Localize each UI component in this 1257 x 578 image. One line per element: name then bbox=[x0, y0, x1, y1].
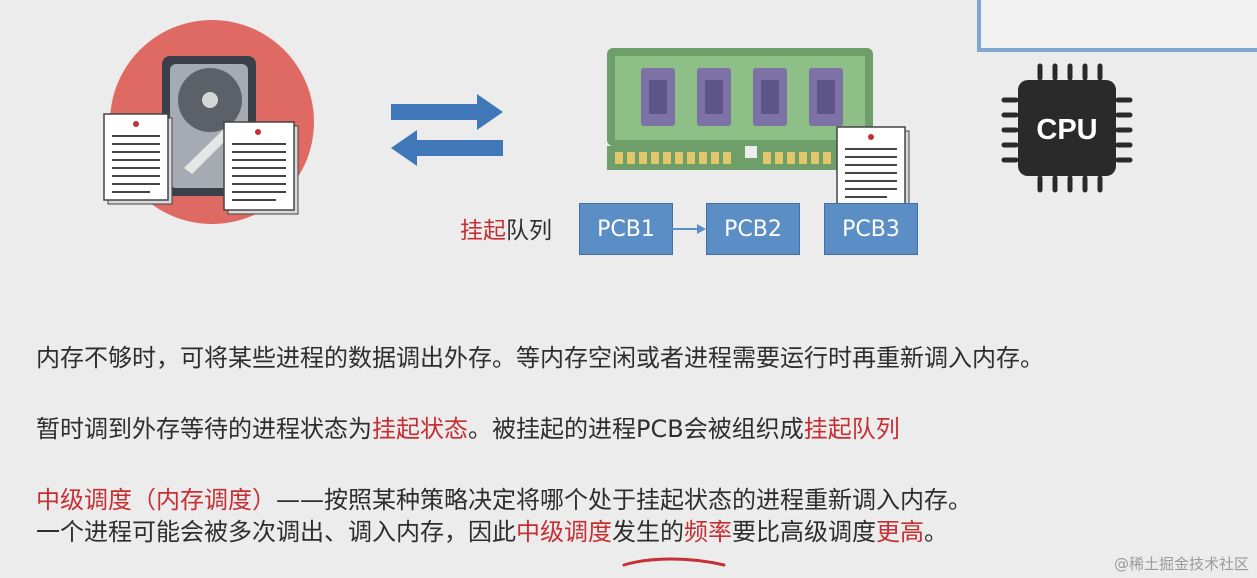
suspend-queue-label: 挂起队列 bbox=[460, 211, 552, 245]
cpu-chip-icon: CPU bbox=[1001, 63, 1133, 193]
memory-module-icon bbox=[607, 48, 873, 170]
queue-label-highlight: 挂起 bbox=[460, 218, 506, 244]
text-line-4-a: 一个进程可能会被多次调出、调入内存，因此 bbox=[36, 518, 516, 546]
queue-label-rest: 队列 bbox=[506, 218, 552, 244]
cpu-label: CPU bbox=[1036, 114, 1097, 146]
text-line-2-suspend-state: 挂起状态 bbox=[372, 415, 468, 443]
text-line-2-a: 暂时调到外存等待的进程状态为 bbox=[36, 415, 372, 443]
hard-disk-with-documents bbox=[103, 20, 314, 224]
text-line-1: 内存不够时，可将某些进程的数据调出外存。等内存空闲或者进程需要运行时再重新调入内… bbox=[36, 344, 1044, 372]
text-line-3: 中级调度（内存调度）——按照某种策略决定将哪个处于挂起状态的进程重新调入内存。 bbox=[36, 485, 972, 515]
document-icon-left bbox=[103, 113, 173, 205]
document-icon-right bbox=[223, 121, 299, 215]
text-line-4: 一个进程可能会被多次调出、调入内存，因此中级调度发生的频率要比高级调度更高。 bbox=[36, 517, 948, 547]
text-line-4-g: 。 bbox=[924, 518, 948, 546]
text-line-3-term: 中级调度（内存调度） bbox=[36, 486, 276, 514]
text-line-3-definition: ——按照某种策略决定将哪个处于挂起状态的进程重新调入内存。 bbox=[276, 486, 972, 514]
handwritten-underline bbox=[622, 557, 726, 567]
document-icon-memory bbox=[836, 126, 910, 214]
pcb-box-1: PCB1 bbox=[579, 203, 673, 255]
text-line-4-higher: 更高 bbox=[876, 518, 924, 546]
text-line-4-mid-scheduling: 中级调度 bbox=[516, 518, 612, 546]
text-line-2: 暂时调到外存等待的进程状态为挂起状态。被挂起的进程PCB会被组织成挂起队列 bbox=[36, 414, 900, 444]
pcb-box-3: PCB3 bbox=[824, 203, 918, 255]
text-line-2-suspend-queue: 挂起队列 bbox=[803, 415, 900, 443]
text-line-4-frequency: 频率 bbox=[684, 518, 732, 546]
pcb-box-2: PCB2 bbox=[706, 203, 800, 255]
top-right-frame bbox=[977, 0, 1257, 52]
text-line-4-c: 发生的 bbox=[612, 518, 684, 546]
watermark: @稀土掘金技术社区 bbox=[1113, 555, 1249, 573]
transfer-arrows-icon bbox=[391, 94, 503, 166]
text-line-4-e: 要比高级调度 bbox=[732, 518, 876, 546]
text-line-2-c: 。被挂起的进程PCB会被组织成 bbox=[468, 415, 804, 443]
pcb-link-arrow bbox=[671, 224, 706, 234]
